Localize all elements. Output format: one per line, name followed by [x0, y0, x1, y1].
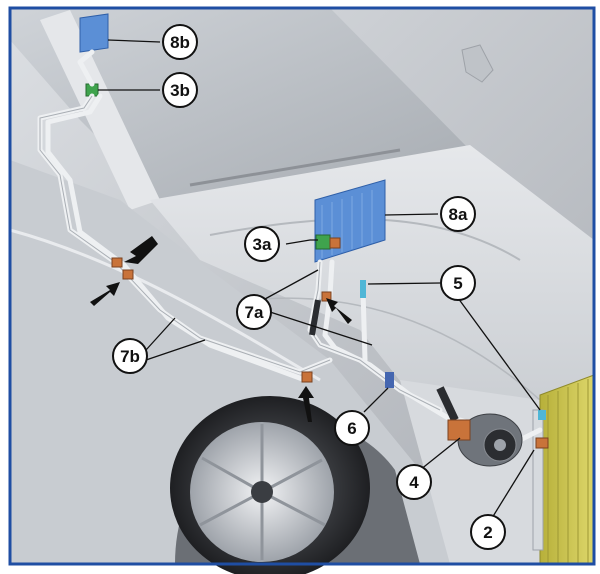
hose-segment: [309, 299, 321, 336]
a-pillar: [40, 10, 160, 210]
condenser-fins: [547, 379, 589, 564]
rim-spokes: [199, 424, 326, 560]
service-valve: [385, 372, 394, 388]
coupling-3: [301, 371, 313, 383]
condenser-fitting: [535, 437, 549, 449]
compressor-fitting: [447, 419, 471, 441]
svg-text:6: 6: [347, 419, 356, 438]
callout-7a: 7a: [236, 294, 272, 330]
callout-7b: 7b: [112, 338, 148, 374]
callout-6: 6: [334, 410, 370, 446]
pressure-sensor: [360, 280, 366, 298]
svg-text:8a: 8a: [449, 205, 468, 224]
arrow-3: [298, 386, 314, 422]
hose-segment-compressor: [436, 386, 459, 422]
expansion-valve-front: [315, 234, 331, 250]
svg-text:7b: 7b: [120, 347, 140, 366]
coupling-1: [111, 257, 123, 268]
svg-text:7a: 7a: [245, 303, 264, 322]
wiper: [189, 148, 401, 187]
coupling-4: [321, 291, 332, 302]
svg-text:3a: 3a: [253, 235, 272, 254]
svg-text:2: 2: [483, 523, 492, 542]
hub-cap: [251, 481, 273, 503]
callout-2: 2: [470, 514, 506, 550]
callout-8b: 8b: [162, 24, 198, 60]
coupling-2: [122, 269, 134, 280]
refrigerant-lines-outline: [39, 95, 441, 411]
svg-text:5: 5: [453, 274, 462, 293]
callout-5: 5: [440, 265, 476, 301]
svg-text:8b: 8b: [170, 33, 190, 52]
svg-text:4: 4: [409, 473, 419, 492]
callout-4: 4: [396, 464, 432, 500]
front-bumper: [400, 380, 560, 564]
frame-border: [8, 6, 596, 566]
callout-3a: 3a: [244, 226, 280, 262]
arrow-1: [124, 236, 158, 264]
arrows: [90, 236, 352, 422]
callout-3b: 3b: [162, 72, 198, 108]
side-mirror: [461, 44, 494, 83]
callout-8a: 8a: [440, 196, 476, 232]
svg-text:3b: 3b: [170, 81, 190, 100]
arrow-4: [326, 298, 352, 324]
evaporator-rear: [79, 13, 109, 53]
callouts: 8b 3b 8a 3a 5 7a 7b 6: [112, 24, 506, 550]
